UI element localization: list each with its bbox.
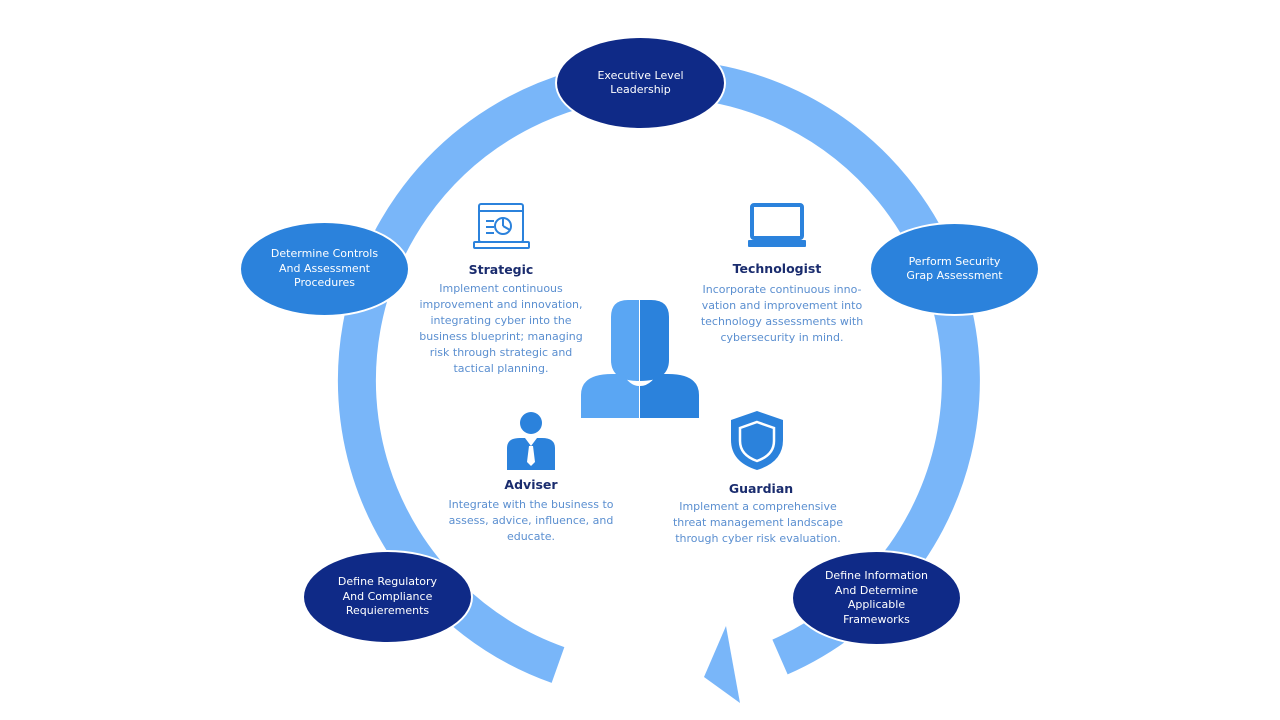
node-perform-security-assessment: Perform Security Grap Assessment bbox=[869, 222, 1040, 316]
businessman-icon bbox=[507, 412, 555, 470]
node-define-regulatory-compliance: Define Regulatory And Compliance Requier… bbox=[302, 550, 473, 644]
person-icon bbox=[581, 300, 699, 418]
strategic-title: Strategic bbox=[468, 262, 534, 277]
cycle-arrow-head-icon bbox=[704, 626, 740, 703]
adviser-title: Adviser bbox=[504, 477, 558, 492]
strategic-description: Implement continuous improvement and inn… bbox=[419, 282, 583, 375]
technologist-description: Incorporate continuous inno- vation and … bbox=[700, 283, 864, 344]
laptop-chart-icon bbox=[473, 203, 530, 249]
shield-icon bbox=[731, 411, 783, 470]
guardian-description: Implement a comprehensive threat managem… bbox=[672, 500, 844, 545]
technologist-title: Technologist bbox=[732, 261, 822, 276]
guardian-title: Guardian bbox=[728, 481, 794, 496]
adviser-description: Integrate with the business to assess, a… bbox=[448, 498, 614, 543]
node-executive-level-leadership: Executive Level Leadership bbox=[555, 36, 726, 130]
laptop-icon bbox=[748, 203, 806, 247]
node-determine-controls-procedures: Determine Controls And Assessment Proced… bbox=[239, 221, 410, 317]
node-define-information-frameworks: Define Information And Determine Applica… bbox=[791, 550, 962, 646]
